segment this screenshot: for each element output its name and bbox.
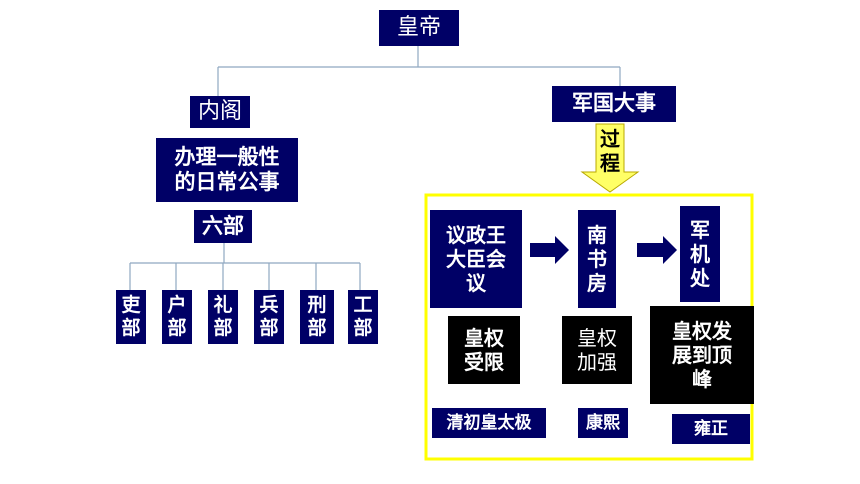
ministry-rites: 礼 部: [208, 290, 238, 344]
stage-grand-council: 军 机 处: [680, 206, 720, 302]
ministry-personnel: 吏 部: [116, 290, 146, 344]
period-kangxi: 康熙: [578, 408, 628, 438]
ministry-war: 兵 部: [254, 290, 284, 344]
arrow-right-2: [637, 236, 677, 264]
cabinet-node: 内阁: [190, 96, 250, 128]
period-huang-taiji: 清初皇太极: [432, 408, 546, 438]
note-power-peak: 皇权发 展到顶 峰: [650, 306, 754, 404]
arrow-right-1: [530, 236, 569, 264]
note-power-limited: 皇权 受限: [448, 316, 520, 384]
note-power-strengthened: 皇权 加强: [562, 316, 632, 384]
cabinet-duty-node: 办理一般性 的日常公事: [156, 138, 298, 202]
stage-council-of-princes: 议政王 大臣会 议: [430, 210, 522, 308]
process-arrow-shape: [580, 123, 640, 193]
ministry-justice: 刑 部: [300, 290, 334, 344]
ministry-revenue: 户 部: [162, 290, 192, 344]
ministry-works: 工 部: [348, 290, 378, 344]
military-affairs-node: 军国大事: [552, 86, 676, 122]
stage-southern-study: 南 书 房: [578, 210, 616, 308]
period-yongzheng: 雍正: [672, 414, 750, 444]
emperor-node: 皇帝: [379, 10, 459, 46]
process-label: 过 程: [600, 127, 620, 175]
six-ministries-node: 六部: [194, 210, 252, 243]
